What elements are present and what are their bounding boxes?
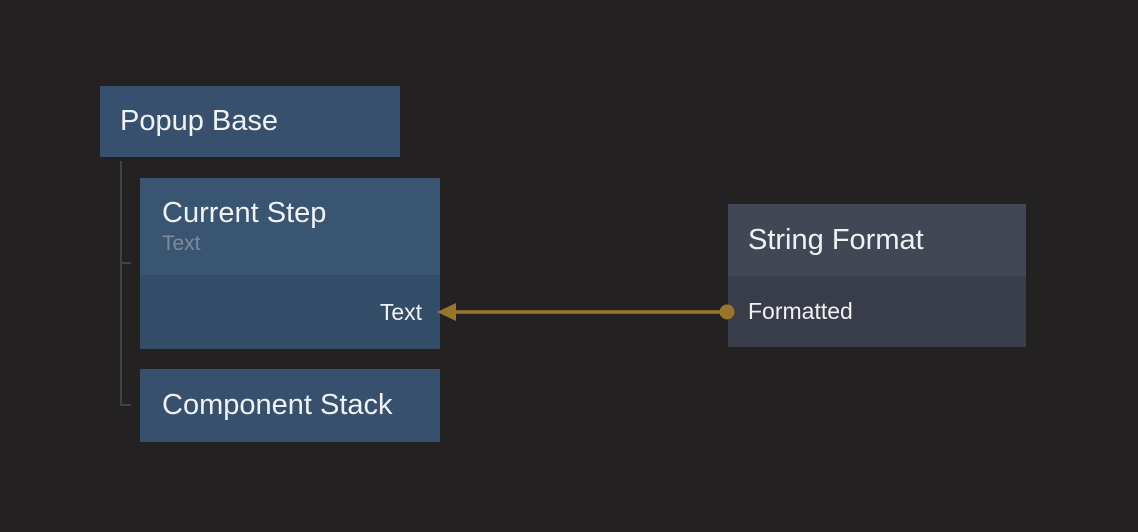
node-header-string-format[interactable]: String Format [728, 204, 1026, 276]
node-component-stack[interactable]: Component Stack [140, 369, 440, 442]
node-title-current-step: Current Step [162, 196, 327, 229]
hierarchy-connector-vertical [120, 161, 122, 406]
node-title-string-format: String Format [748, 223, 924, 256]
node-popup-base[interactable]: Popup Base [100, 86, 400, 157]
node-body-string-format: Formatted [728, 276, 1026, 347]
node-title-popup-base: Popup Base [120, 105, 279, 138]
node-title-component-stack: Component Stack [162, 389, 393, 422]
node-string-format[interactable]: String Format Formatted [728, 204, 1026, 347]
node-current-step[interactable]: Current Step Text Text [140, 178, 440, 349]
node-subtitle-current-step: Text [162, 231, 201, 255]
node-body-current-step: Text [140, 275, 440, 349]
input-port-text[interactable]: Text [379, 298, 422, 325]
hierarchy-connector-branch-component-stack [120, 404, 131, 406]
hierarchy-connector-branch-current-step [120, 262, 131, 264]
output-port-formatted[interactable]: Formatted [748, 298, 853, 324]
node-header-current-step[interactable]: Current Step Text [140, 178, 440, 275]
